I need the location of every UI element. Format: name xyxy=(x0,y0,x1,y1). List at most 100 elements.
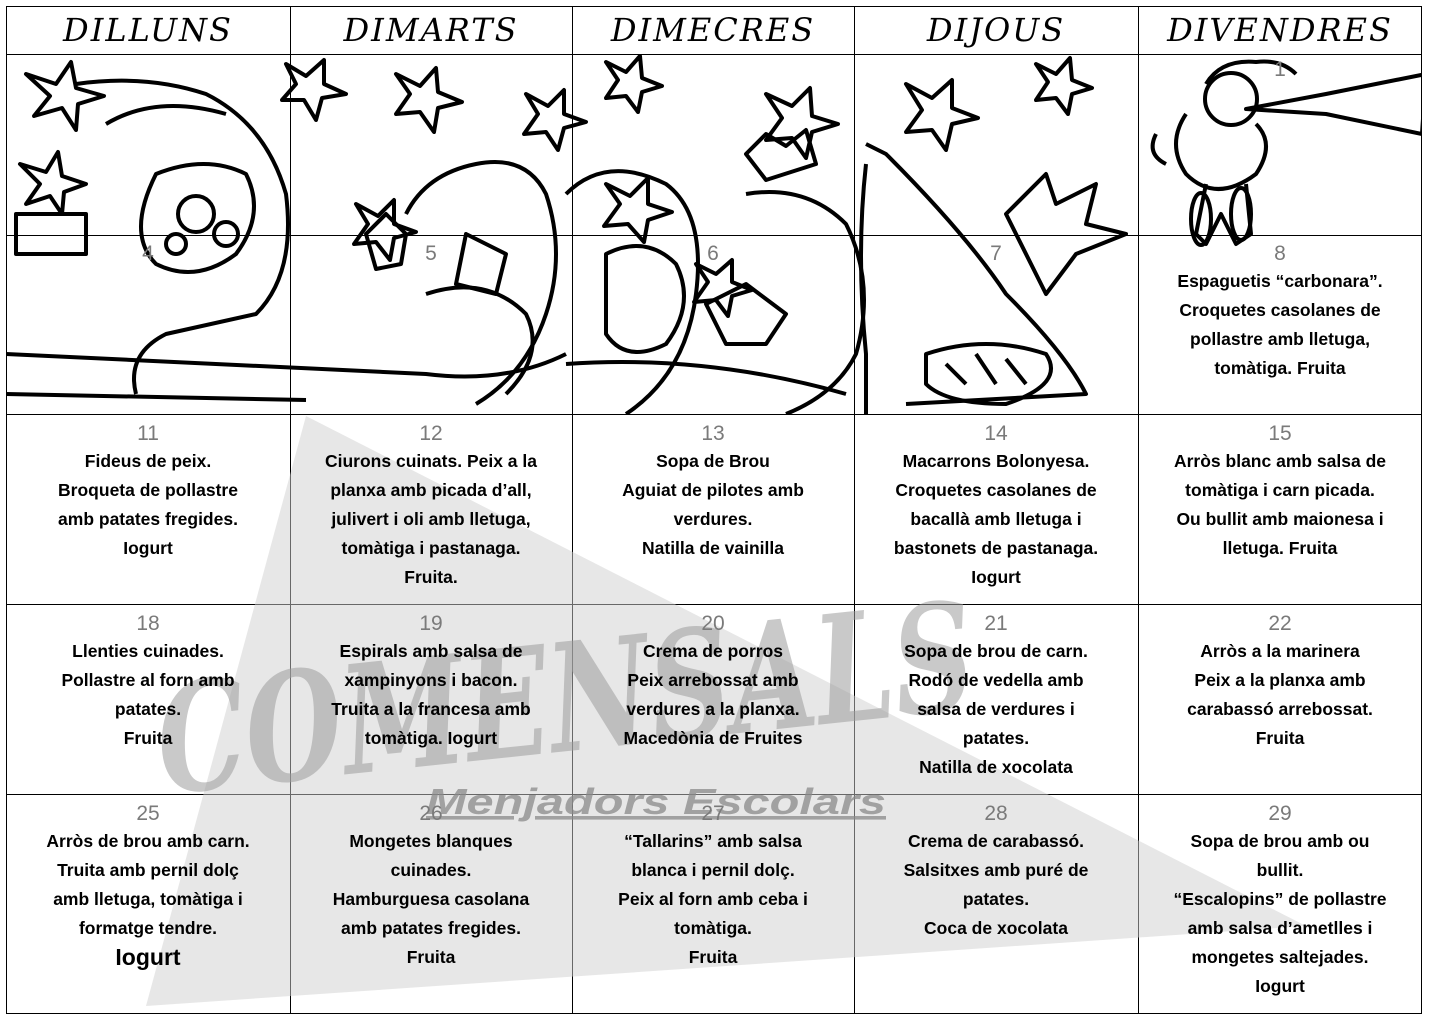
day-cell: 12 Ciurons cuinats. Peix a la planxa amb… xyxy=(290,420,572,592)
day-header-monday: DILLUNS xyxy=(63,11,233,49)
day-menu: Sopa de Brou Aguiat de pilotes amb verdu… xyxy=(578,447,848,563)
day-menu: “Tallarins” amb salsa blanca i pernil do… xyxy=(578,827,848,972)
menu-line: Iogurt xyxy=(123,538,173,558)
day-menu: Sopa de brou amb ou bullit. “Escalopins”… xyxy=(1144,827,1416,1001)
menu-line: Fruita xyxy=(688,947,738,967)
day-cell: 29 Sopa de brou amb ou bullit. “Escalopi… xyxy=(1138,800,1422,1001)
menu-line: amb patates fregides. xyxy=(341,918,521,938)
menu-line: “Escalopins” de pollastre xyxy=(1173,889,1387,909)
day-cell: 18 Llenties cuinades. Pollastre al forn … xyxy=(6,610,290,753)
day-cell: 4 xyxy=(6,240,290,267)
menu-line: Croquetes casolanes de xyxy=(1179,300,1381,320)
menu-line: Truita a la francesa amb xyxy=(331,699,531,719)
day-cell: 25 Arròs de brou amb carn. Truita amb pe… xyxy=(6,800,290,972)
menu-line: amb salsa d’ametlles i xyxy=(1187,918,1373,938)
day-cell: 8 Espaguetis “carbonara”. Croquetes caso… xyxy=(1138,240,1422,383)
menu-line: Espirals amb salsa de xyxy=(339,641,523,661)
comensals-watermark: COMENSALS Menjadors Escolars xyxy=(146,416,1306,1006)
column-divider xyxy=(572,6,573,1014)
menu-line: Ciurons cuinats. Peix a la xyxy=(324,451,538,471)
day-menu: Arròs de brou amb carn. Truita amb perni… xyxy=(12,827,284,972)
day-number: 15 xyxy=(1268,422,1292,445)
day-number: 5 xyxy=(425,242,437,265)
day-cell: 14 Macarrons Bolonyesa. Croquetes casola… xyxy=(854,420,1138,592)
menu-line: Broqueta de pollastre xyxy=(58,480,238,500)
menu-line: Arròs de brou amb carn. xyxy=(46,831,250,851)
day-menu: Fideus de peix. Broqueta de pollastre am… xyxy=(12,447,284,563)
menu-line: verdures. xyxy=(673,509,753,529)
day-cell: 26 Mongetes blanques cuinades. Hamburgue… xyxy=(290,800,572,972)
day-menu: Llenties cuinades. Pollastre al forn amb… xyxy=(12,637,284,753)
menu-line: tomàtiga i carn picada. xyxy=(1185,480,1375,500)
menu-line: bullit. xyxy=(1256,860,1304,880)
menu-line: Iogurt xyxy=(115,944,181,970)
day-menu: Crema de porros Peix arrebossat amb verd… xyxy=(578,637,848,753)
three-kings-illustration xyxy=(6,54,1422,414)
day-cell: 1 xyxy=(1138,56,1422,83)
menu-line: Macedònia de Fruites xyxy=(623,728,803,748)
day-number: 14 xyxy=(984,422,1008,445)
menu-line: Hamburguesa casolana xyxy=(332,889,530,909)
menu-line: Coca de xocolata xyxy=(924,918,1068,938)
row-divider xyxy=(6,235,1422,236)
menu-line: Salsitxes amb puré de xyxy=(903,860,1089,880)
menu-calendar: DILLUNS DIMARTS DIMECRES DIJOUS DIVENDRE… xyxy=(6,6,1422,1014)
day-cell: 22 Arròs a la marinera Peix a la planxa … xyxy=(1138,610,1422,753)
menu-line: mongetes saltejades. xyxy=(1191,947,1369,967)
menu-line: carabassó arrebossat. xyxy=(1187,699,1373,719)
day-number: 6 xyxy=(707,242,719,265)
menu-line: Fruita. xyxy=(404,567,458,587)
day-menu: Sopa de brou de carn. Rodó de vedella am… xyxy=(860,637,1132,782)
menu-line: patates. xyxy=(114,699,182,719)
menu-line: Mongetes blanques xyxy=(349,831,513,851)
day-cell: 13 Sopa de Brou Aguiat de pilotes amb ve… xyxy=(572,420,854,563)
menu-line: Fruita xyxy=(1255,728,1305,748)
menu-line: cuinades. xyxy=(390,860,472,880)
day-header-wednesday: DIMECRES xyxy=(610,11,816,49)
day-cell: 11 Fideus de peix. Broqueta de pollastre… xyxy=(6,420,290,563)
menu-line: planxa amb picada d’all, xyxy=(330,480,532,500)
menu-line: Iogurt xyxy=(971,567,1021,587)
day-number: 12 xyxy=(419,422,443,445)
day-cell: 28 Crema de carabassó. Salsitxes amb pur… xyxy=(854,800,1138,943)
menu-line: tomàtiga. Fruita xyxy=(1214,358,1346,378)
menu-line: Truita amb pernil dolç xyxy=(57,860,239,880)
menu-line: tomàtiga i pastanaga. xyxy=(341,538,521,558)
menu-line: Fideus de peix. xyxy=(84,451,212,471)
menu-line: salsa de verdures i xyxy=(917,699,1075,719)
day-cell: 15 Arròs blanc amb salsa de tomàtiga i c… xyxy=(1138,420,1422,563)
menu-line: Ou bullit amb maionesa i xyxy=(1176,509,1384,529)
menu-line: Peix a la planxa amb xyxy=(1194,670,1366,690)
column-divider xyxy=(854,6,855,1014)
day-number: 7 xyxy=(990,242,1002,265)
day-cell: 19 Espirals amb salsa de xampinyons i ba… xyxy=(290,610,572,753)
day-number: 18 xyxy=(136,612,160,635)
day-cell: 20 Crema de porros Peix arrebossat amb v… xyxy=(572,610,854,753)
menu-line: patates. xyxy=(962,889,1030,909)
day-number: 22 xyxy=(1268,612,1292,635)
day-cell: 7 xyxy=(854,240,1138,267)
day-header-tuesday: DIMARTS xyxy=(343,11,519,49)
menu-line: Sopa de brou de carn. xyxy=(904,641,1088,661)
day-cell: 5 xyxy=(290,240,572,267)
menu-line: blanca i pernil dolç. xyxy=(631,860,795,880)
day-menu: Crema de carabassó. Salsitxes amb puré d… xyxy=(860,827,1132,943)
menu-line: Peix al forn amb ceba i xyxy=(618,889,808,909)
day-header-thursday: DIJOUS xyxy=(926,11,1066,49)
menu-line: “Tallarins” amb salsa xyxy=(624,831,802,851)
menu-line: tomàtiga. Iogurt xyxy=(364,728,498,748)
menu-line: formatge tendre. xyxy=(78,918,218,938)
day-header-friday: DIVENDRES xyxy=(1167,11,1393,49)
day-number: 19 xyxy=(419,612,443,635)
menu-line: Rodó de vedella amb xyxy=(908,670,1084,690)
day-menu: Ciurons cuinats. Peix a la planxa amb pi… xyxy=(296,447,566,592)
day-cell: 27 “Tallarins” amb salsa blanca i pernil… xyxy=(572,800,854,972)
menu-line: xampinyons i bacon. xyxy=(344,670,518,690)
day-number: 25 xyxy=(136,802,160,825)
menu-line: Natilla de vainilla xyxy=(642,538,784,558)
menu-line: Sopa de brou amb ou xyxy=(1190,831,1370,851)
day-number: 26 xyxy=(419,802,443,825)
day-number: 29 xyxy=(1268,802,1292,825)
watermark-tagline: Menjadors Escolars xyxy=(426,781,886,822)
day-cell: 6 xyxy=(572,240,854,267)
